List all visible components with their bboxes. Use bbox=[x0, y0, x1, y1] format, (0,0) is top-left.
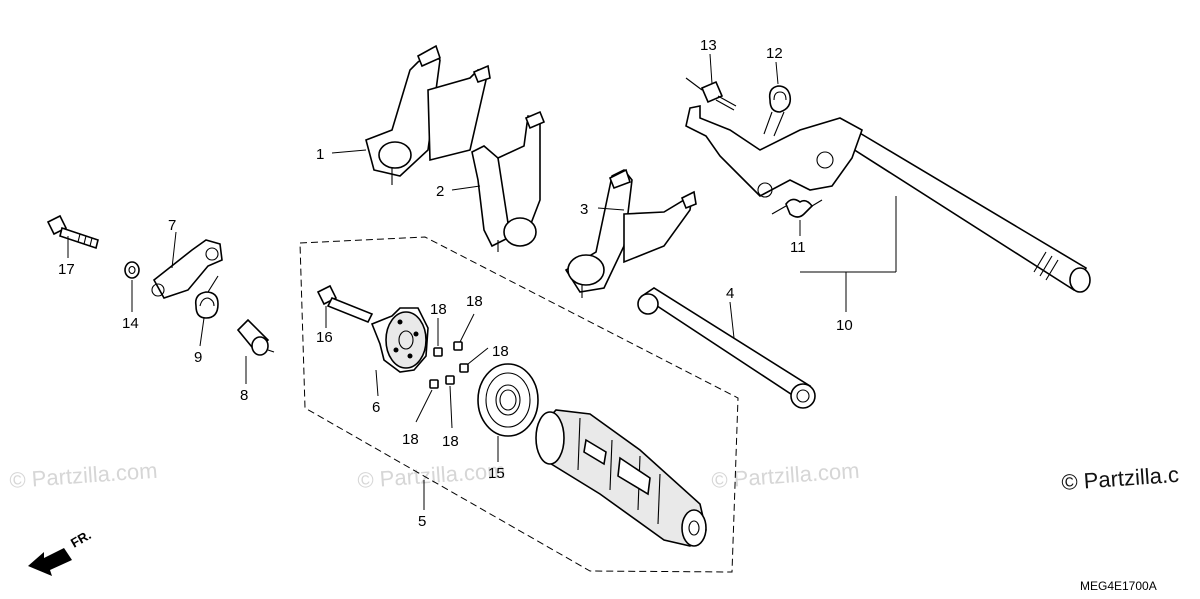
callout-17: 17 bbox=[58, 261, 75, 278]
callout-7: 7 bbox=[168, 217, 176, 234]
callout-5: 5 bbox=[418, 513, 426, 530]
callout-12: 12 bbox=[766, 45, 783, 62]
shift-drum-center-6[interactable] bbox=[370, 307, 429, 373]
callout-10: 10 bbox=[836, 317, 853, 334]
dowel-pin-18a[interactable] bbox=[433, 347, 443, 357]
callout-18d: 18 bbox=[402, 431, 419, 448]
watermark-center: © Partzilla.com bbox=[357, 458, 507, 493]
front-direction-arrow: FR. bbox=[28, 527, 94, 576]
watermark-right: © Partzilla.com bbox=[711, 458, 861, 493]
callout-labels: 1 2 3 4 5 6 7 8 9 10 11 12 13 14 15 16 1… bbox=[58, 37, 853, 530]
dowel-pin-18b[interactable] bbox=[453, 341, 463, 351]
callout-15: 15 bbox=[488, 465, 505, 482]
callout-13: 13 bbox=[700, 37, 717, 54]
dowel-pin-18c[interactable] bbox=[459, 363, 469, 373]
callout-6: 6 bbox=[372, 399, 380, 416]
fork-shaft-4[interactable] bbox=[637, 287, 816, 409]
front-direction-label: FR. bbox=[68, 527, 94, 550]
callout-3: 3 bbox=[580, 201, 588, 218]
callout-2: 2 bbox=[436, 183, 444, 200]
bolt-13[interactable] bbox=[685, 77, 737, 111]
bolt-17[interactable] bbox=[46, 214, 99, 250]
callout-18a: 18 bbox=[430, 301, 447, 318]
callout-16: 16 bbox=[316, 329, 333, 346]
callout-11: 11 bbox=[790, 239, 806, 256]
bolt-16[interactable] bbox=[316, 284, 374, 324]
shift-fork-1[interactable] bbox=[365, 44, 491, 185]
watermark-left: © Partzilla.com bbox=[9, 458, 159, 493]
dowel-pin-18e[interactable] bbox=[445, 375, 455, 385]
callout-8: 8 bbox=[240, 387, 248, 404]
washer-14[interactable] bbox=[124, 261, 140, 279]
dowel-pin-18d[interactable] bbox=[429, 379, 439, 389]
shift-fork-2[interactable] bbox=[471, 110, 546, 252]
shift-fork-3[interactable] bbox=[564, 168, 697, 298]
return-spring-11[interactable] bbox=[771, 198, 823, 218]
spring-12[interactable] bbox=[763, 85, 792, 137]
stopper-arm-7[interactable] bbox=[151, 239, 223, 299]
callout-14: 14 bbox=[122, 315, 139, 332]
callout-1: 1 bbox=[316, 146, 324, 163]
callout-18e: 18 bbox=[442, 433, 459, 450]
gearshift-spindle-10[interactable] bbox=[685, 105, 1091, 293]
spring-9[interactable] bbox=[194, 275, 219, 319]
assembly-boundary-dashed bbox=[299, 236, 739, 573]
shift-drum[interactable] bbox=[535, 409, 707, 547]
callout-18c: 18 bbox=[492, 343, 509, 360]
callout-4: 4 bbox=[726, 285, 734, 302]
callout-18b: 18 bbox=[466, 293, 483, 310]
callout-9: 9 bbox=[194, 349, 202, 366]
bearing-15[interactable] bbox=[477, 363, 539, 437]
collar-8[interactable] bbox=[236, 318, 275, 356]
copyright-label: © Partzilla.c bbox=[1061, 462, 1180, 495]
diagram-code: MEG4E1700A bbox=[1080, 579, 1157, 593]
leader-lines bbox=[67, 53, 897, 510]
